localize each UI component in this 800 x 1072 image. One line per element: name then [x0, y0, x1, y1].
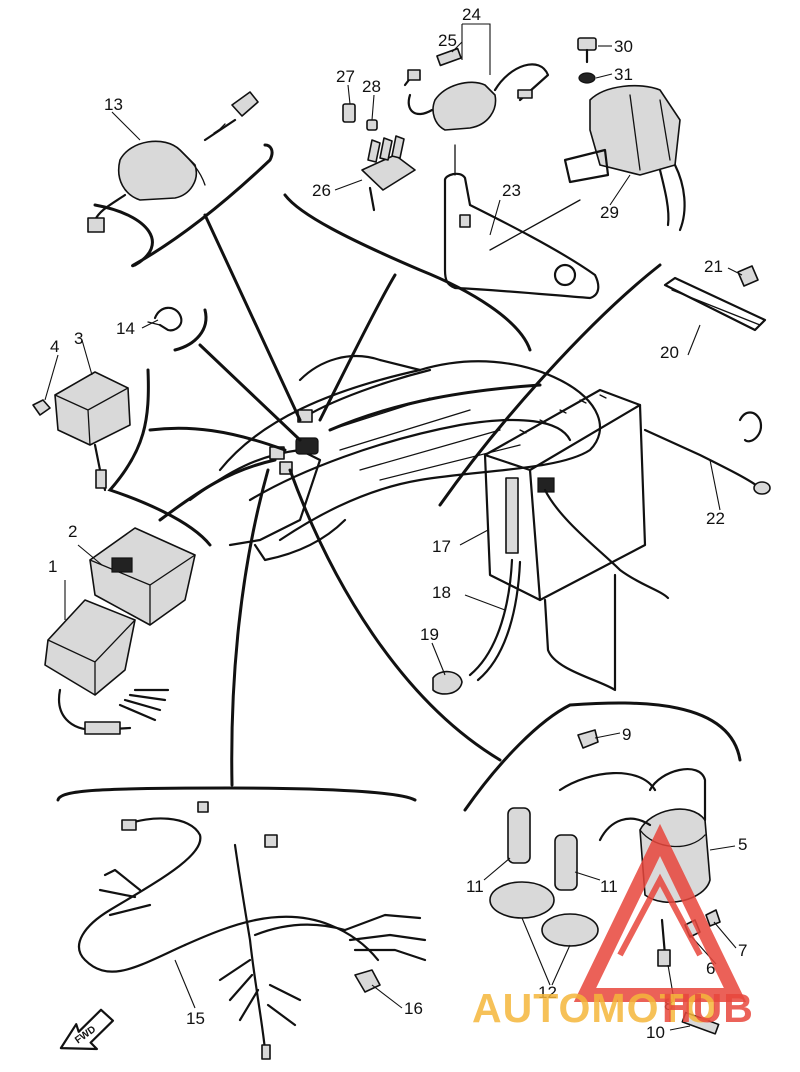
callout-26: 26	[312, 181, 331, 200]
breather-tube-18	[432, 558, 522, 695]
callout-4: 4	[50, 337, 59, 356]
callout-12: 12	[538, 983, 557, 1002]
callout-25: 25	[438, 31, 457, 50]
watermark-brand-part2: HUB	[662, 985, 754, 1031]
callout-21: 21	[704, 257, 723, 276]
rectifier-26	[342, 103, 416, 212]
main-switch-13	[87, 91, 259, 233]
battery-17	[483, 388, 670, 692]
callout-16: 16	[404, 999, 423, 1018]
callout-27: 27	[336, 67, 355, 86]
callout-11b: 11	[600, 877, 618, 896]
callout-13: 13	[104, 95, 123, 114]
callout-31: 31	[614, 65, 633, 84]
callout-24: 24	[462, 5, 481, 24]
callout-22: 22	[706, 509, 725, 528]
callout-15: 15	[186, 1009, 205, 1028]
callout-20: 20	[660, 343, 679, 362]
callout-30: 30	[614, 37, 633, 56]
callout-19: 19	[420, 625, 439, 644]
starter-relay-24	[403, 47, 550, 131]
ignition-unit-1	[44, 527, 196, 735]
callout-23: 23	[502, 181, 521, 200]
watermark-brand: AUTOMOTO HUB	[472, 985, 754, 1031]
wire-harness-15	[78, 801, 427, 1060]
wire-runs	[148, 213, 542, 787]
mount-bracket-23	[443, 144, 600, 300]
callout-28: 28	[362, 77, 381, 96]
callout-5: 5	[738, 835, 747, 854]
callout-29: 29	[600, 203, 619, 222]
frame-body	[188, 355, 602, 562]
watermark-logo	[573, 823, 747, 1002]
callout-18: 18	[432, 583, 451, 602]
relay-box-29	[563, 37, 686, 232]
callout-7: 7	[738, 941, 747, 960]
group-brackets	[56, 143, 742, 812]
callout-11a: 11	[466, 877, 484, 896]
callout-3: 3	[74, 329, 83, 348]
callout-6: 6	[706, 959, 715, 978]
clamp-14	[147, 306, 183, 332]
callout-labels: 1 2 3 4 5 6 7 8 9 10 11 11 12 13 14 15 1…	[48, 5, 747, 1042]
fwd-direction-arrow: FWD	[59, 1008, 115, 1051]
watermark-brand-part1: AUTOMOTO	[472, 985, 718, 1031]
battery-strap-20	[663, 265, 767, 332]
cdi-unit-3	[32, 371, 131, 492]
battery-cable-22	[643, 411, 771, 495]
callout-9: 9	[622, 725, 631, 744]
callout-10: 10	[646, 1023, 665, 1042]
callout-17: 17	[432, 537, 451, 556]
callout-14: 14	[116, 319, 135, 338]
callout-2: 2	[68, 522, 77, 541]
callout-1: 1	[48, 557, 57, 576]
callout-8: 8	[664, 995, 673, 1014]
